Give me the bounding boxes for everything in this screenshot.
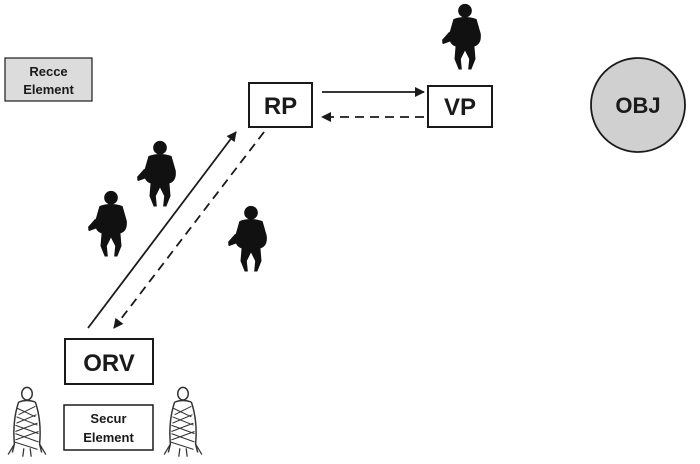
recce-label-line1: Recce [29,64,67,79]
arrow-orv-to-rp [87,131,237,329]
objective-circle: OBJ [590,57,686,153]
recce-label-line2: Element [23,82,74,97]
soldier-silhouette-icon [227,205,267,272]
recce-element-box: Recce Element [4,57,93,102]
arrow-rp-to-orv-dashed [113,131,265,329]
soldier-silhouette-icon [136,140,176,207]
rp-label: RP [264,93,297,120]
obj-label: OBJ [615,93,660,118]
soldier-silhouette-icon [441,3,481,70]
vp-label: VP [444,94,476,121]
rp-box: RP [248,82,313,128]
secur-element-box: Secur Element [63,404,154,451]
ghillie-suit-sentry-icon [7,386,47,458]
ghillie-suit-sentry-icon [163,386,203,458]
soldier-silhouette-icon [87,190,127,257]
orv-label: ORV [83,350,135,377]
secur-label-line2: Element [83,430,134,445]
vp-box: VP [427,85,493,128]
orv-box: ORV [64,338,154,385]
secur-label-line1: Secur [90,411,126,426]
